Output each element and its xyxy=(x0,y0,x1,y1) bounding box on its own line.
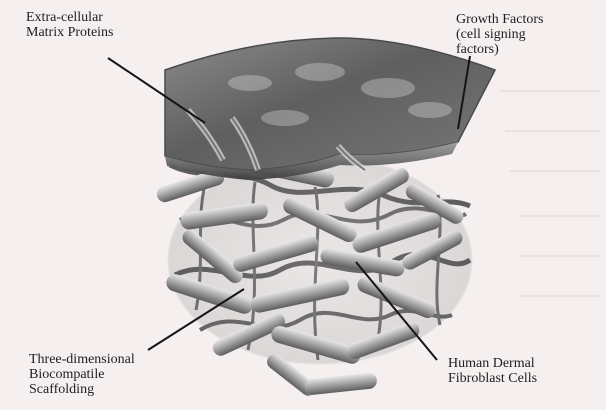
label-human-dermal-fibroblast-cells: Human Dermal Fibroblast Cells xyxy=(448,356,537,386)
matrix-sheet xyxy=(165,38,495,180)
label-extracellular-matrix-proteins: Extra-cellular Matrix Proteins xyxy=(26,10,114,40)
label-growth-factors: Growth Factors (cell signing factors) xyxy=(456,12,544,57)
label-three-dimensional-scaffolding: Three-dimensional Biocompatile Scaffoldi… xyxy=(29,352,135,397)
